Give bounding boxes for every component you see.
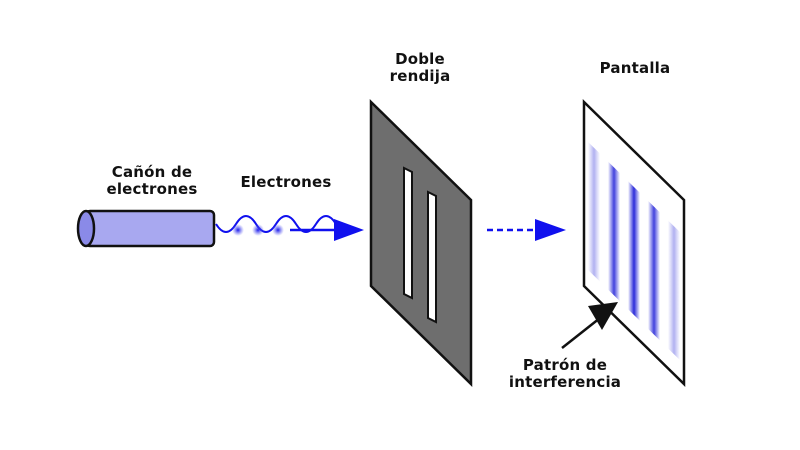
pattern-label: Patrón de interferencia: [490, 357, 640, 391]
dashed-arrow-icon: [487, 219, 566, 241]
interference-fringe: [608, 161, 620, 302]
screen-label: Pantalla: [599, 59, 671, 77]
double-slit-plate: [369, 99, 473, 387]
interference-fringe: [668, 220, 680, 361]
slit-label: Doble rendija: [370, 51, 470, 85]
electrons-label: Electrones: [240, 173, 332, 191]
pattern-pointer-arrow-icon: [561, 302, 618, 349]
slit-label-line1: Doble: [395, 50, 445, 68]
slit-label-line2: rendija: [389, 67, 451, 85]
gun-label: Cañón de electrones: [92, 164, 212, 198]
electron-gun-icon: [76, 209, 216, 248]
pattern-label-line1: Patrón de: [522, 356, 608, 374]
electron-wave-icon: [215, 215, 364, 241]
interference-fringe: [588, 141, 600, 282]
screen-panel: [582, 99, 686, 387]
interference-fringe: [648, 200, 660, 341]
gun-label-line1: Cañón de: [111, 163, 193, 181]
pattern-label-line2: interferencia: [508, 373, 622, 391]
interference-fringe: [628, 181, 640, 321]
gun-label-line2: electrones: [106, 180, 198, 198]
